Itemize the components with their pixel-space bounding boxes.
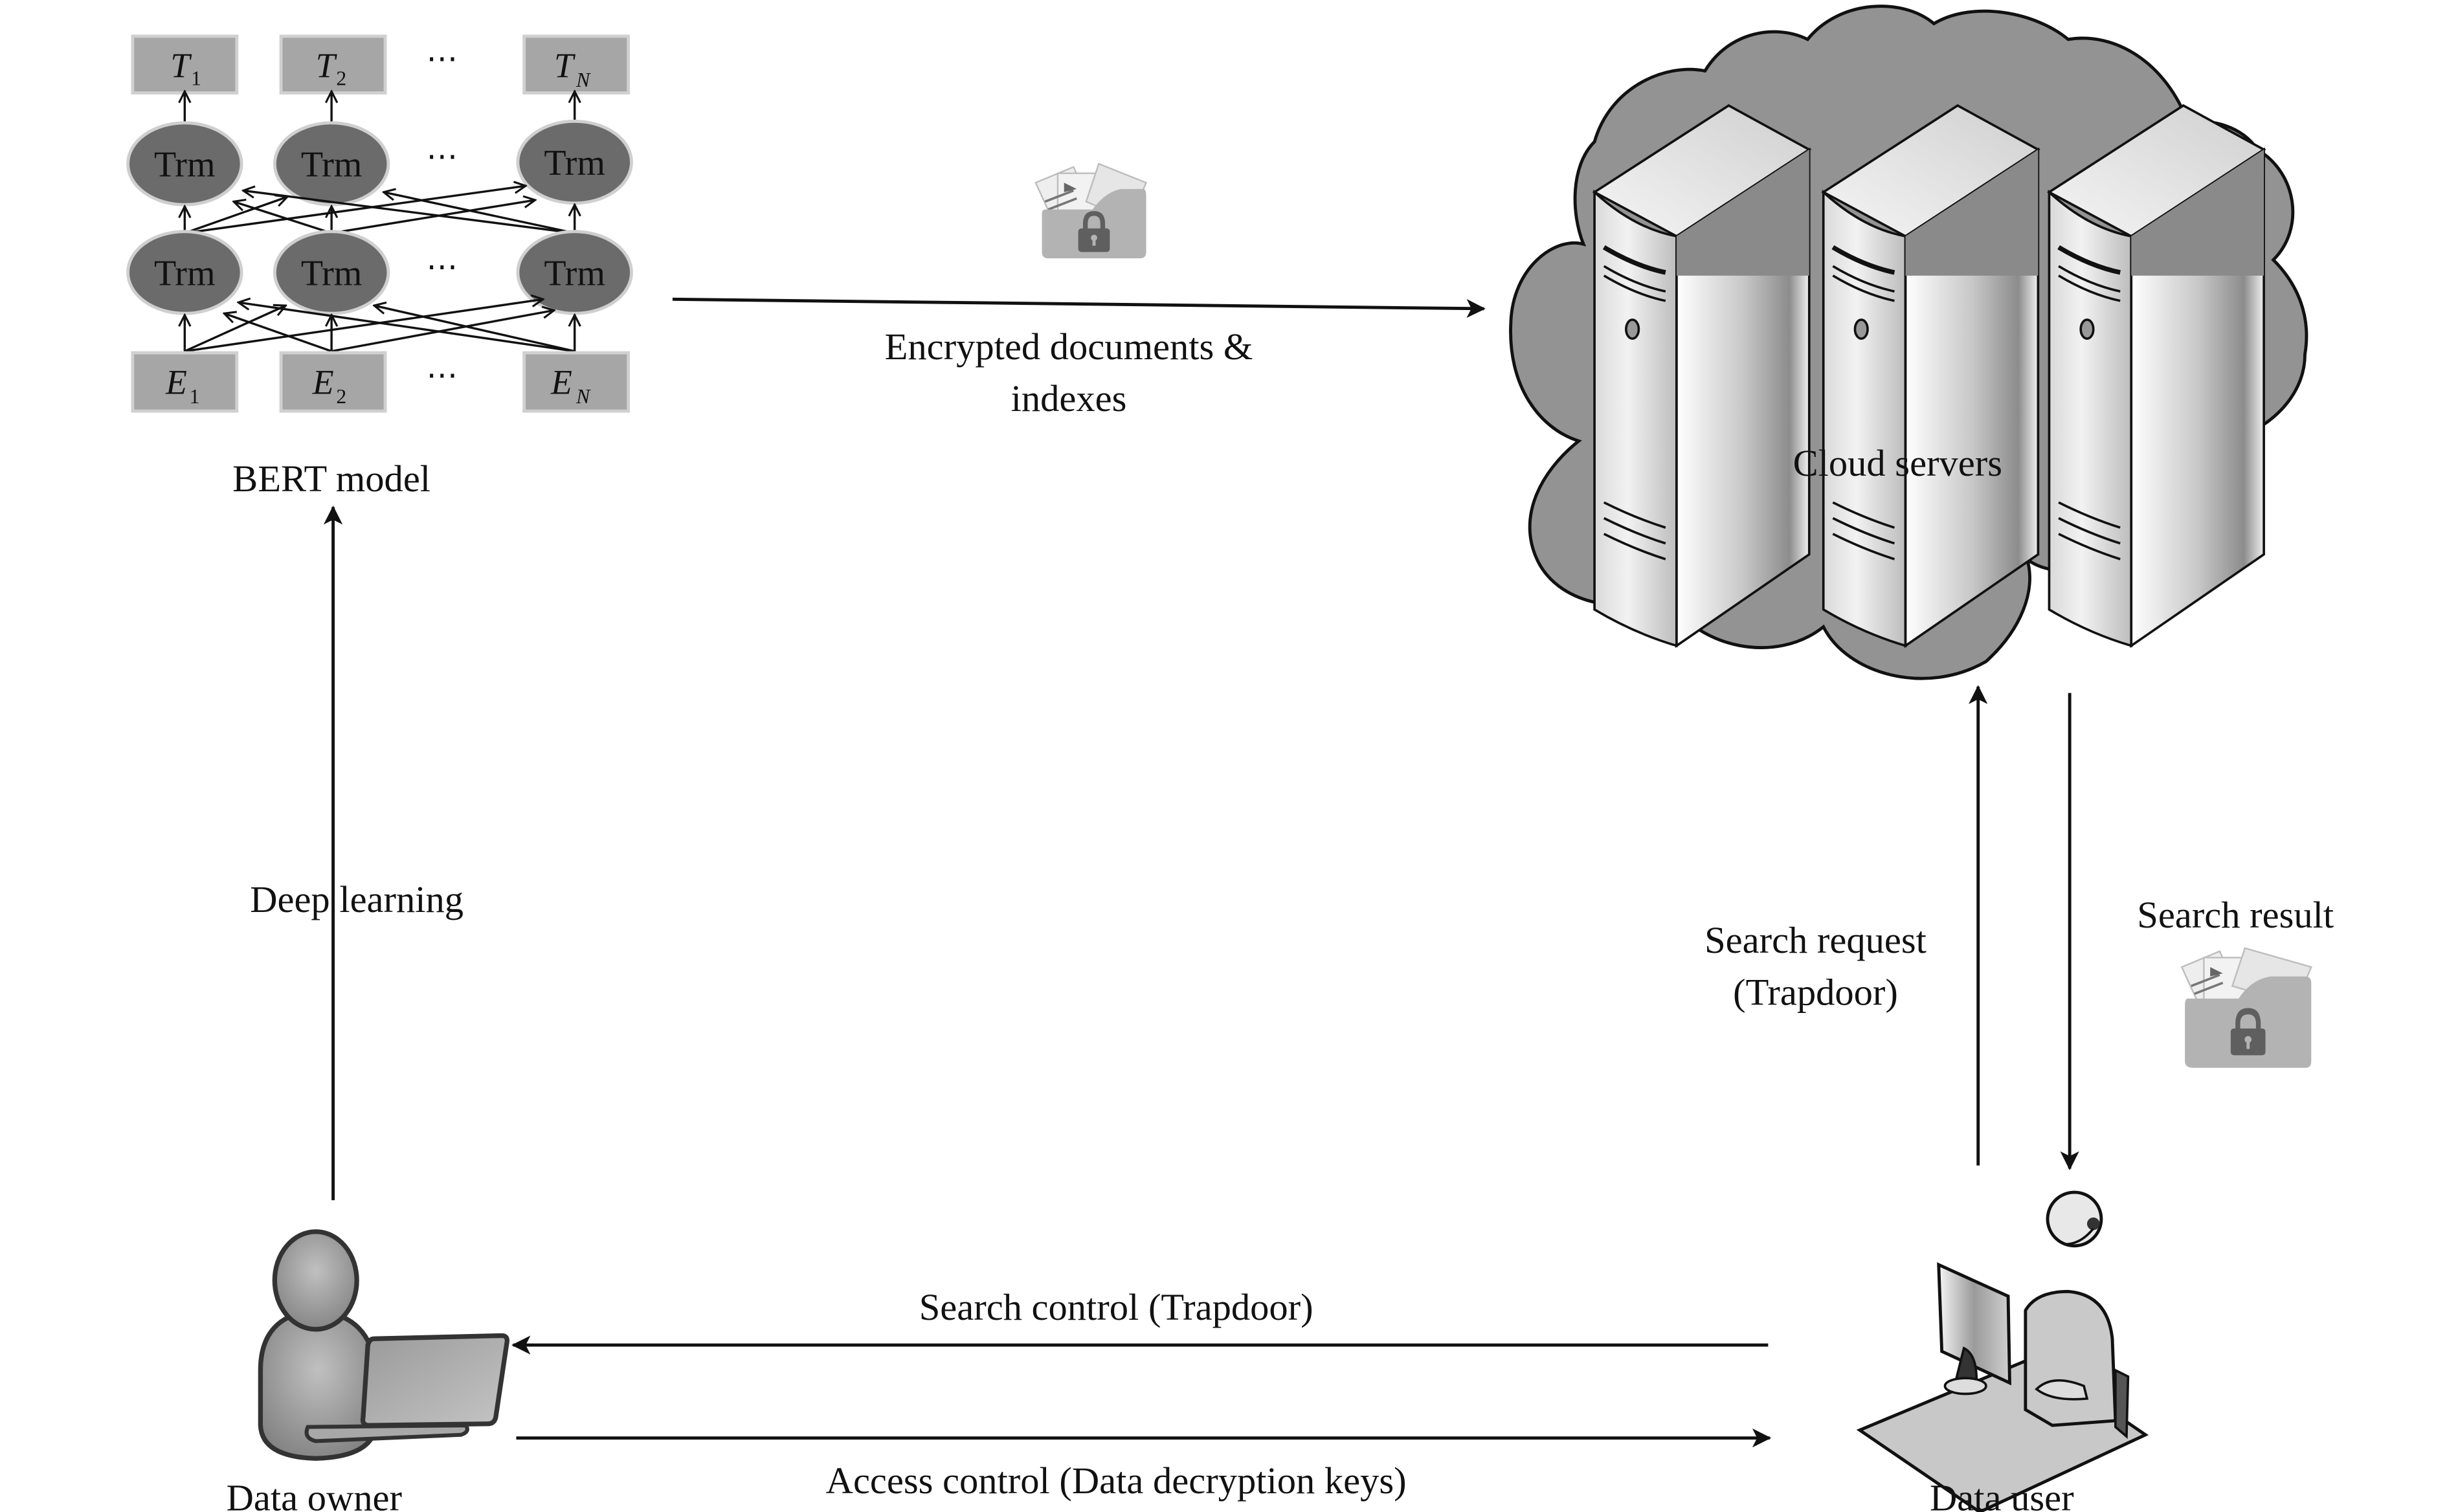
laptop-icon [304, 1333, 509, 1443]
output-token-label: T [554, 46, 575, 85]
encrypted-result-folder-icon [2180, 947, 2312, 1068]
bert-model: T 1 T 2 ⋯ T N Trm Trm ⋯ Trm [126, 34, 633, 500]
input-embedding-subscript: 1 [190, 385, 200, 408]
upload-flow: Encrypted documents & indexes [672, 162, 1486, 419]
output-token-subscript: 2 [336, 67, 346, 89]
input-embedding-box-2: E 2 [279, 351, 387, 413]
output-token-box-2: T 2 [279, 34, 387, 94]
transformer-label: Trm [154, 145, 216, 185]
data-user-label: Data user [1930, 1477, 2074, 1512]
data-owner-person-icon [258, 1229, 379, 1461]
access-control-label: Access control (Data decryption keys) [826, 1460, 1407, 1502]
input-embedding-subscript: N [575, 385, 591, 408]
data-user-person-icon [2024, 1190, 2130, 1440]
cloud-servers: Cloud servers [1509, 5, 2308, 680]
search-control-label: Search control (Trapdoor) [919, 1286, 1313, 1328]
search-request-label-line2: (Trapdoor) [1733, 972, 1898, 1014]
server-icon-3 [2046, 104, 2266, 649]
output-token-label: T [170, 46, 192, 85]
output-token-box-1: T 1 [131, 34, 239, 94]
server-icon-2 [1821, 104, 2040, 649]
upload-arrow [672, 297, 1486, 318]
transformer-label: Trm [301, 145, 363, 185]
transformer-node-upper-1: Trm [126, 121, 243, 206]
server-icon-1 [1592, 104, 1812, 649]
data-owner: Data owner [227, 1229, 509, 1512]
transformer-node-upper-2: Trm [273, 121, 390, 206]
output-ellipsis: ⋯ [426, 41, 461, 76]
upper-ellipsis: ⋯ [426, 139, 461, 174]
transformer-node-upper-n: Trm [516, 119, 633, 205]
search-control-flow: Search control (Trapdoor) [511, 1286, 1769, 1355]
input-embedding-box-n: E N [522, 351, 631, 413]
cloud-servers-label: Cloud servers [1793, 442, 2002, 484]
transformer-node-lower-2: Trm [273, 230, 390, 315]
output-token-subscript: 1 [191, 67, 201, 89]
transformer-label: Trm [544, 253, 605, 293]
upload-label-line2: indexes [1011, 377, 1127, 419]
input-embedding-subscript: 2 [336, 385, 346, 408]
layer-connections-lower [184, 299, 574, 353]
search-request-flow: Search request (Trapdoor) [1704, 685, 1988, 1166]
deep-learning-flow: Deep learning [250, 506, 464, 1201]
transformer-node-lower-n: Trm [516, 230, 633, 315]
input-embedding-box-1: E 1 [131, 351, 239, 413]
transformer-label: Trm [301, 253, 363, 293]
input-embedding-label: E [550, 362, 572, 401]
input-ellipsis: ⋯ [426, 358, 461, 393]
encrypted-folder-icon [1034, 162, 1148, 259]
transformer-node-lower-1: Trm [126, 230, 243, 315]
search-result-flow: Search result [2060, 693, 2334, 1170]
output-token-subscript: N [575, 69, 591, 91]
monitor-icon [1937, 1262, 2011, 1395]
input-embedding-label: E [312, 362, 334, 401]
layer-connections-upper [184, 186, 574, 234]
search-request-label-line1: Search request [1704, 919, 1927, 961]
output-token-label: T [316, 46, 337, 85]
search-result-label: Search result [2137, 894, 2334, 936]
data-owner-label: Data owner [227, 1477, 402, 1512]
upload-label-line1: Encrypted documents & [885, 326, 1253, 368]
transformer-label: Trm [154, 253, 216, 293]
bert-model-label: BERT model [232, 458, 430, 500]
transformer-label: Trm [544, 143, 605, 183]
input-embedding-label: E [165, 362, 187, 401]
deep-learning-label: Deep learning [250, 878, 464, 920]
data-user: Data user [1856, 1190, 2149, 1512]
output-token-box-n: T N [522, 34, 631, 94]
lower-ellipsis: ⋯ [426, 249, 461, 284]
access-control-flow: Access control (Data decryption keys) [516, 1429, 1772, 1502]
